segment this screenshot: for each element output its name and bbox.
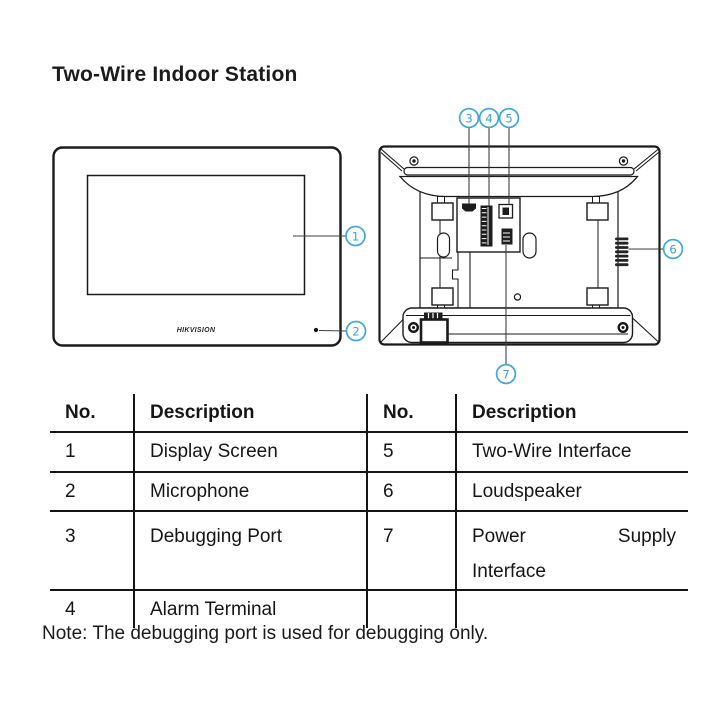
callout-1: 1 [293, 225, 366, 247]
cell-description: Two-Wire Interface [456, 432, 688, 473]
cable-clip [419, 312, 449, 344]
loudspeaker-grille [615, 237, 629, 267]
corner-seam-lines [380, 148, 659, 343]
svg-text:4: 4 [485, 112, 492, 126]
note-text: Note: The debugging port is used for deb… [42, 623, 489, 644]
cell-description [456, 590, 688, 628]
connector-area [456, 197, 521, 253]
header-no-left: No. [50, 394, 135, 433]
header-description-left: Description [134, 394, 368, 433]
top-screw-left [409, 156, 419, 166]
power-supply-port [501, 228, 513, 245]
display-screen [86, 174, 306, 296]
cell-description: Loudspeaker [456, 472, 688, 512]
cell-description: Debugging Port [134, 511, 368, 591]
rear-view [378, 145, 661, 346]
callout-3: 3 [458, 107, 480, 204]
table-header-row: No. Description No. Description [50, 394, 688, 433]
table-row: 2 Microphone 6 Loudspeaker [50, 472, 688, 512]
svg-text:2: 2 [352, 325, 359, 339]
svg-text:7: 7 [502, 368, 509, 382]
callout-2: 2 [318, 320, 367, 342]
header-description-right: Description [456, 394, 688, 433]
table-row: 4 Alarm Terminal [50, 590, 688, 628]
cell-description: Microphone [134, 472, 368, 512]
cell-no: 2 [50, 472, 135, 512]
front-view: HIKVISION [52, 146, 342, 347]
svg-text:3: 3 [465, 112, 472, 126]
cell-no [367, 590, 457, 628]
svg-text:1: 1 [352, 230, 359, 244]
callout-5-circle [498, 107, 520, 129]
callout-4-circle [478, 107, 500, 129]
cell-description: Alarm Terminal [134, 590, 368, 628]
cell-no: 7 [367, 511, 457, 591]
bracket-bottom-left [431, 287, 454, 306]
cable-channel [451, 252, 471, 308]
bottom-plate [402, 307, 634, 344]
alarm-terminal-block [480, 205, 493, 247]
mounting-brackets [431, 196, 609, 309]
debugging-port [462, 203, 476, 212]
cell-no: 1 [50, 432, 135, 473]
device-diagram: HIKVISION [52, 107, 684, 385]
bottom-screw-left [408, 322, 420, 334]
callout-5: 5 [498, 107, 520, 205]
top-screw-right [618, 156, 629, 166]
cell-no: 6 [367, 472, 457, 512]
callouts: 1 2 3 4 5 [293, 107, 684, 385]
callout-7-circle [495, 363, 517, 385]
oval-slot-left [436, 232, 451, 258]
parts-table: No. Description No. Description 1 Displa… [50, 394, 688, 628]
bottom-screw-right [617, 322, 629, 334]
callout-4: 4 [478, 107, 500, 206]
cell-description: Display Screen [134, 432, 368, 473]
header-no-right: No. [367, 394, 457, 433]
top-mounting-bar [403, 166, 635, 176]
oval-slot-right [522, 232, 537, 259]
bracket-top-right [586, 202, 609, 221]
callout-1-circle [345, 225, 366, 247]
screw-hole [513, 293, 522, 301]
callout-3-circle [458, 107, 480, 129]
callout-7: 7 [495, 245, 517, 385]
callout-2-circle [345, 320, 367, 342]
bracket-bottom-right [586, 287, 609, 306]
cell-no: 5 [367, 432, 457, 473]
hikvision-logo: HIKVISION [177, 327, 216, 334]
cell-no: 3 [50, 511, 135, 591]
callout-6: 6 [628, 238, 684, 260]
cell-no: 4 [50, 590, 135, 628]
microphone-dot [313, 327, 319, 333]
svg-text:5: 5 [505, 112, 512, 126]
callout-6-circle [662, 238, 684, 260]
table-row: 1 Display Screen 5 Two-Wire Interface [50, 432, 688, 473]
top-mounting-hood [398, 175, 639, 198]
page-title: Two-Wire Indoor Station [52, 63, 298, 86]
two-wire-interface-port [498, 203, 514, 219]
svg-text:6: 6 [669, 243, 676, 257]
bracket-top-left [431, 202, 454, 221]
